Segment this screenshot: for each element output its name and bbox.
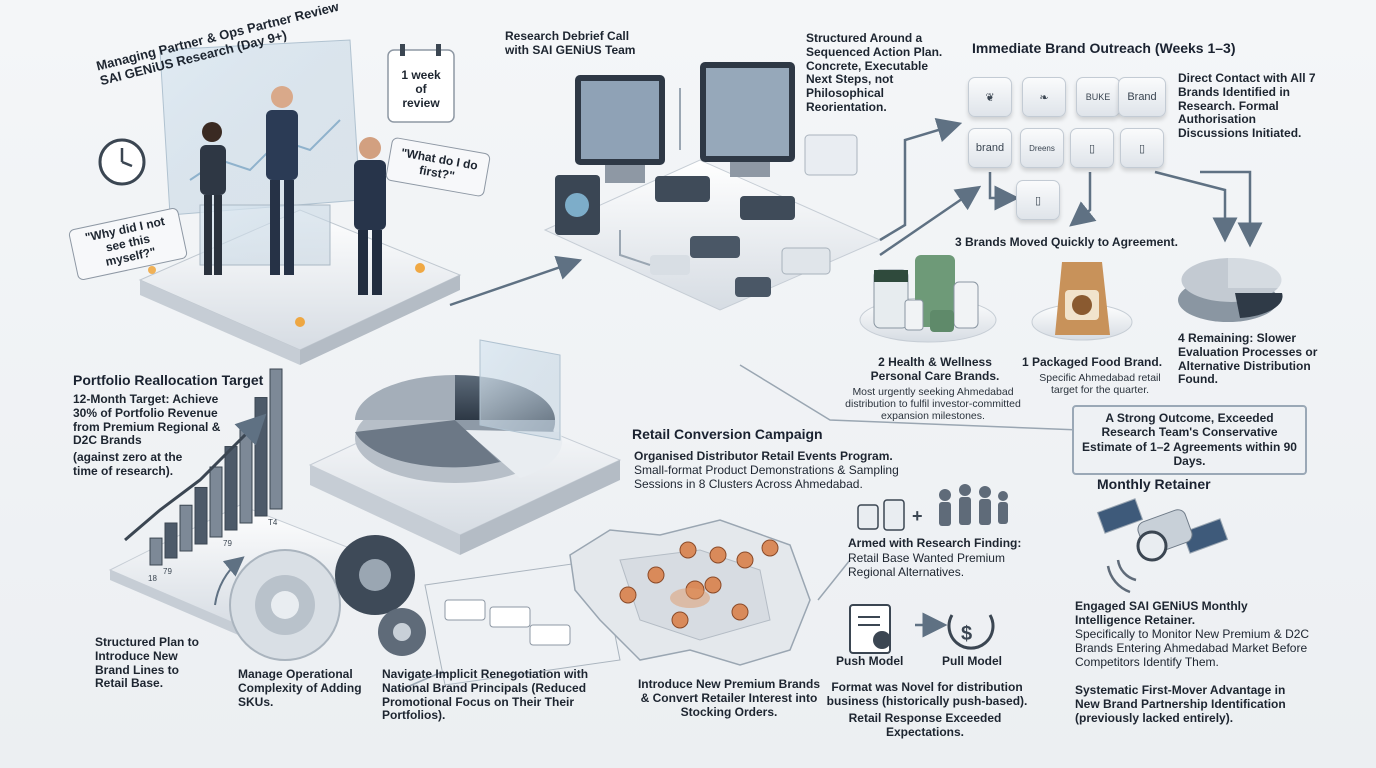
brand-logo-leaf-icon: ❦ [968, 77, 1012, 117]
bar-1 [164, 522, 178, 559]
flow-arrows [399, 118, 1263, 691]
portfolio-pie [308, 339, 622, 555]
health-brands-desc: Most urgently seeking Ahmedabad distribu… [845, 386, 1021, 423]
process-boards [424, 559, 621, 686]
retainer-engaged-desc: Specifically to Monitor New Premium & D2… [1075, 627, 1310, 669]
person-woman [200, 122, 226, 275]
remaining-brands-text: 4 Remaining: Slower Evaluation Processes… [1178, 331, 1318, 387]
outreach-title: Immediate Brand Outreach (Weeks 1–3) [972, 40, 1236, 56]
debrief-title: Research Debrief Call with SAI GENiUS Te… [505, 29, 636, 57]
introduce-brands-text: Introduce New Premium Brands & Convert R… [637, 677, 821, 719]
bar-label-1: 79 [163, 567, 172, 576]
first-mover-text: Systematic First-Mover Advantage in New … [1075, 683, 1286, 725]
retail-response-text: Retail Response Exceeded Expectations. [848, 711, 1002, 739]
brand-logo-brand-lower: brand [968, 128, 1012, 168]
bar-8 [269, 368, 283, 510]
portfolio-target: 12-Month Target: Achieve 30% of Portfoli… [73, 392, 221, 448]
person-man-right [354, 137, 386, 295]
bar-chart-bars: 18 79 79 T4 [148, 368, 283, 583]
food-product [1031, 262, 1133, 341]
structured-around-text: Structured Around a Sequenced Action Pla… [806, 31, 943, 114]
bubble-one-week: 1 week of review [401, 68, 441, 110]
calendar-icon [387, 44, 455, 123]
meeting-platform [98, 39, 462, 365]
retainer-engaged: Engaged SAI GENiUS Monthly Intelligence … [1075, 599, 1248, 627]
bar-label-5: 79 [223, 539, 232, 548]
navigate-renegotiation-text: Navigate Implicit Renegotiation with Nat… [382, 667, 589, 723]
brand-logo-buke: BUKE [1076, 77, 1120, 117]
health-products [859, 255, 997, 343]
brands-moved-text: 3 Brands Moved Quickly to Agreement. [955, 235, 1178, 249]
bar-5 [224, 446, 238, 531]
person-man-center [266, 86, 298, 275]
remaining-pie [1178, 257, 1283, 322]
trend-arrow [124, 413, 267, 542]
brand-vial-icon: ▯ [1016, 180, 1060, 220]
portfolio-note: (against zero at the time of research). [73, 450, 183, 478]
portfolio-title: Portfolio Reallocation Target [73, 372, 264, 388]
brand-bottle-icon: ▯ [1120, 128, 1164, 168]
bar-0 [149, 537, 163, 566]
outreach-description: Direct Contact with All 7 Brands Identif… [1178, 71, 1316, 141]
structured-plan-text: Structured Plan to Introduce New Brand L… [95, 635, 200, 691]
health-brands-title: 2 Health & Wellness Personal Care Brands… [870, 355, 1000, 383]
svg-text:$: $ [961, 623, 972, 645]
ahmedabad-map [569, 519, 811, 666]
campaign-program-desc: Small-format Product Demonstrations & Sa… [634, 463, 899, 491]
brand-jar-icon: ▯ [1070, 128, 1114, 168]
push-pull-icons: $ [849, 604, 995, 654]
bar-3 [194, 486, 208, 545]
retainer-title: Monthly Retainer [1097, 476, 1211, 492]
svg-text:+: + [912, 506, 923, 526]
bar-label-8: T4 [268, 518, 278, 527]
food-brand-desc: Specific Ahmedabad retail target for the… [1039, 372, 1161, 397]
format-novel-text: Format was Novel for distribution busine… [826, 680, 1028, 708]
brand-logo-brand: Brand [1118, 77, 1166, 117]
campaign-program: Organised Distributor Retail Events Prog… [634, 449, 893, 463]
clock-icon [98, 138, 146, 186]
gear-icons [214, 535, 426, 661]
push-model-label: Push Model [836, 654, 904, 668]
satellite-icon [1096, 498, 1229, 594]
armed-icons: + [857, 484, 1008, 531]
pull-model-label: Pull Model [942, 654, 1002, 668]
brand-logo-dreens: Dreens [1020, 128, 1064, 168]
brand-logo-feather-icon: ❧ [1022, 77, 1066, 117]
bar-7 [254, 397, 268, 517]
campaign-title: Retail Conversion Campaign [632, 426, 823, 442]
debrief-setup [543, 62, 882, 311]
outcome-callout: A Strong Outcome, Exceeded Research Team… [1072, 405, 1307, 475]
bar-4 [209, 466, 223, 538]
armed-desc: Retail Base Wanted Premium Regional Alte… [848, 551, 1005, 579]
manage-complexity-text: Manage Operational Complexity of Adding … [238, 667, 362, 709]
food-brand-title: 1 Packaged Food Brand. [1022, 355, 1163, 369]
bar-2 [179, 504, 193, 552]
bar-label-0: 18 [148, 574, 157, 583]
armed-title: Armed with Research Finding: [848, 536, 1022, 550]
